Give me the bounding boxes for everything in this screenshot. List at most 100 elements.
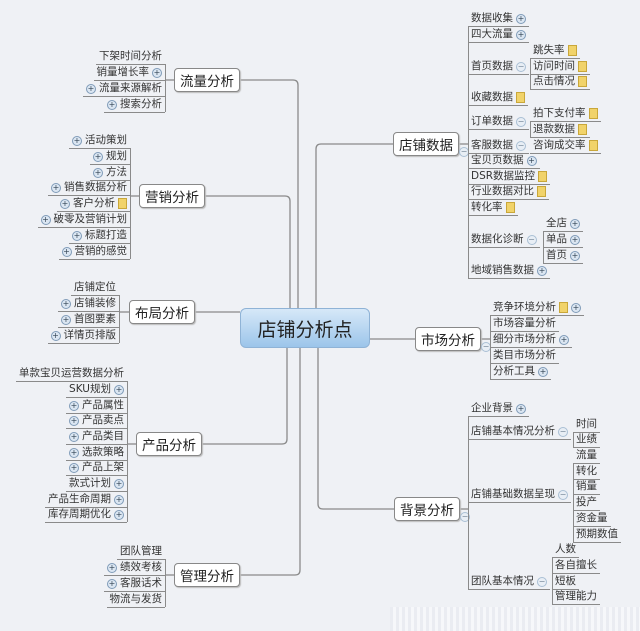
topic-item[interactable]: +首图要素: [58, 312, 119, 328]
expand-plus-icon[interactable]: +: [72, 230, 82, 241]
topic-item[interactable]: 行业数据对比: [468, 184, 549, 200]
subtopic-item[interactable]: 首页+: [543, 248, 583, 264]
topic-item[interactable]: +产品属性: [66, 398, 127, 414]
note-icon[interactable]: [567, 45, 577, 56]
expand-plus-icon[interactable]: +: [114, 494, 124, 505]
expand-plus-icon[interactable]: +: [93, 167, 103, 178]
expand-plus-icon[interactable]: +: [570, 218, 580, 229]
subtopic-item[interactable]: 管理能力: [552, 589, 600, 605]
collapse-minus-icon[interactable]: −: [558, 489, 568, 500]
subtopic-item[interactable]: 人数: [552, 542, 579, 558]
expand-plus-icon[interactable]: +: [537, 265, 547, 276]
collapse-minus-icon[interactable]: −: [516, 116, 526, 127]
collapse-minus-icon[interactable]: −: [526, 234, 537, 245]
subtopic-item[interactable]: 拍下支付率: [530, 106, 601, 122]
topic-item[interactable]: 数据收集+: [468, 11, 529, 27]
subtopic-item[interactable]: 时间: [573, 417, 600, 433]
topic-item[interactable]: 订单数据−: [468, 114, 529, 130]
topic-item[interactable]: SKU规划+: [66, 382, 127, 398]
topic-item[interactable]: +方法: [90, 165, 130, 181]
note-icon[interactable]: [505, 202, 515, 213]
topic-item[interactable]: 店铺基础数据呈现−: [468, 487, 571, 503]
topic-item[interactable]: 物流与发货: [106, 592, 165, 608]
subtopic-item[interactable]: 流量: [573, 448, 600, 464]
topic-item[interactable]: 收藏数据: [468, 90, 528, 106]
expand-plus-icon[interactable]: +: [571, 302, 581, 313]
note-icon[interactable]: [588, 108, 598, 119]
expand-plus-icon[interactable]: +: [526, 155, 537, 166]
expand-plus-icon[interactable]: +: [516, 13, 526, 24]
topic-item[interactable]: 团队基本情况−: [468, 574, 550, 590]
branch-6[interactable]: 店铺数据: [393, 132, 459, 156]
topic-item[interactable]: +破零及营销计划: [37, 212, 130, 228]
expand-plus-icon[interactable]: +: [69, 431, 79, 442]
branch-3[interactable]: 布局分析: [129, 300, 195, 324]
expand-plus-icon[interactable]: +: [516, 403, 526, 414]
subtopic-item[interactable]: 短板: [552, 574, 579, 590]
topic-item[interactable]: 团队管理: [117, 544, 165, 560]
expand-plus-icon[interactable]: +: [40, 214, 51, 225]
central-topic[interactable]: 店铺分析点: [240, 308, 370, 348]
expand-plus-icon[interactable]: +: [51, 182, 61, 193]
topic-item[interactable]: +营销的感觉: [58, 244, 130, 260]
subtopic-item[interactable]: 预期数值: [573, 527, 621, 543]
subtopic-item[interactable]: 点击情况: [530, 74, 590, 90]
expand-plus-icon[interactable]: +: [538, 366, 548, 377]
expand-plus-icon[interactable]: +: [69, 400, 79, 411]
expand-plus-icon[interactable]: +: [114, 478, 124, 489]
topic-item[interactable]: 店铺定位: [71, 280, 119, 296]
expand-plus-icon[interactable]: +: [72, 135, 82, 146]
expand-plus-icon[interactable]: +: [69, 447, 79, 458]
topic-item[interactable]: 宝贝页数据+: [468, 153, 540, 169]
topic-item[interactable]: +客户分析: [57, 196, 130, 212]
topic-item[interactable]: 类目市场分析: [490, 348, 559, 364]
topic-item[interactable]: +选款策略: [66, 445, 127, 461]
expand-plus-icon[interactable]: +: [61, 298, 71, 309]
subtopic-item[interactable]: 跳失率: [530, 43, 580, 59]
topic-item[interactable]: 下架时间分析: [96, 49, 165, 65]
topic-item[interactable]: 分析工具+: [490, 364, 551, 380]
collapse-minus-icon[interactable]: −: [516, 61, 526, 72]
topic-item[interactable]: 单款宝贝运营数据分析: [16, 366, 127, 382]
topic-item[interactable]: 首页数据−: [468, 59, 529, 75]
collapse-toggle[interactable]: −: [460, 504, 470, 523]
expand-plus-icon[interactable]: +: [60, 198, 70, 209]
topic-item[interactable]: 细分市场分析+: [490, 332, 572, 348]
topic-item[interactable]: 数据化诊断−: [468, 232, 540, 248]
note-icon[interactable]: [538, 171, 548, 182]
topic-item[interactable]: +流量来源解析: [83, 81, 165, 97]
expand-plus-icon[interactable]: +: [61, 246, 72, 257]
topic-item[interactable]: 库存周期优化+: [45, 507, 127, 523]
expand-plus-icon[interactable]: +: [152, 67, 162, 78]
expand-plus-icon[interactable]: +: [114, 509, 124, 520]
note-icon[interactable]: [537, 186, 546, 197]
expand-plus-icon[interactable]: +: [61, 314, 71, 325]
expand-plus-icon[interactable]: +: [114, 384, 124, 395]
topic-item[interactable]: 产品生命周期+: [45, 492, 127, 508]
topic-item[interactable]: +标题打造: [69, 228, 130, 244]
topic-item[interactable]: +绩效考核: [104, 560, 165, 576]
topic-item[interactable]: +详情页排版: [47, 328, 119, 344]
subtopic-item[interactable]: 各自擅长: [552, 558, 600, 574]
expand-plus-icon[interactable]: +: [107, 99, 117, 110]
note-icon[interactable]: [578, 61, 587, 72]
expand-plus-icon[interactable]: +: [570, 234, 580, 245]
topic-item[interactable]: +客服话术: [104, 576, 165, 592]
branch-1[interactable]: 流量分析: [174, 68, 240, 92]
collapse-minus-icon[interactable]: −: [537, 576, 547, 587]
note-icon[interactable]: [588, 140, 598, 151]
topic-item[interactable]: +活动策划: [69, 133, 130, 149]
expand-plus-icon[interactable]: +: [570, 250, 580, 261]
collapse-minus-icon[interactable]: −: [558, 426, 568, 437]
subtopic-item[interactable]: 销量: [573, 479, 600, 495]
topic-item[interactable]: 店铺基本情况分析−: [468, 424, 571, 440]
topic-item[interactable]: +产品卖点: [66, 413, 127, 429]
collapse-minus-icon[interactable]: −: [516, 140, 526, 151]
topic-item[interactable]: 销量增长率+: [93, 65, 165, 81]
subtopic-item[interactable]: 转化: [573, 464, 600, 480]
topic-item[interactable]: 款式计划+: [66, 476, 127, 492]
subtopic-item[interactable]: 访问时间: [530, 59, 590, 75]
branch-8[interactable]: 背景分析: [394, 497, 460, 521]
topic-item[interactable]: 竞争环境分析+: [490, 300, 584, 316]
topic-item[interactable]: +产品上架: [66, 460, 127, 476]
